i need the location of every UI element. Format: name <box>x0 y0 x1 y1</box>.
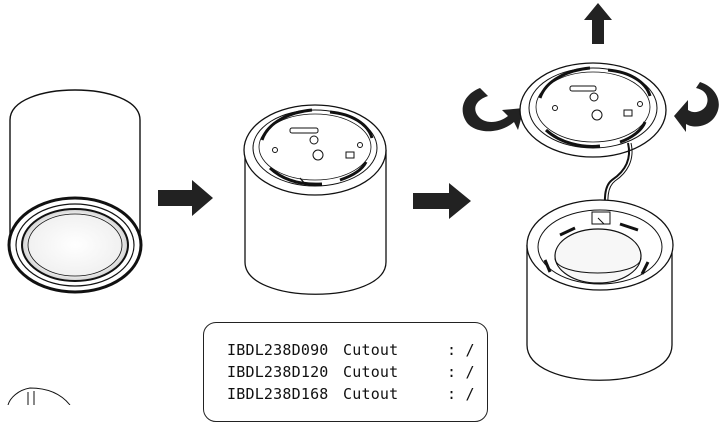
downlight-cylinder-open <box>526 199 674 381</box>
arrow-right-icon <box>158 180 213 216</box>
cutout-label: Cutout <box>343 363 399 381</box>
model-number: IBDL238D168 <box>227 385 329 403</box>
cutout-label: Cutout <box>343 341 399 359</box>
spec-row: IBDL238D090 Cutout : / <box>227 339 487 361</box>
rotate-ccw-icon <box>462 88 524 132</box>
cutout-value: : / <box>447 363 475 381</box>
arrow-up-icon <box>584 3 612 44</box>
rotate-cw-icon <box>674 82 719 132</box>
downlight-cylinder-with-plate <box>243 104 387 295</box>
model-number: IBDL238D090 <box>227 341 329 359</box>
detail-circle <box>7 387 71 405</box>
downlight-cylinder-assembled <box>7 89 143 294</box>
spec-row: IBDL238D168 Cutout : / <box>227 383 487 405</box>
spec-row: IBDL238D120 Cutout : / <box>227 361 487 383</box>
cutout-label: Cutout <box>343 385 399 403</box>
model-number: IBDL238D120 <box>227 363 329 381</box>
cutout-value: : / <box>447 385 475 403</box>
cutout-value: : / <box>447 341 475 359</box>
mounting-plate <box>519 62 667 158</box>
installation-diagram <box>7 3 719 405</box>
arrow-right-icon <box>413 183 471 219</box>
